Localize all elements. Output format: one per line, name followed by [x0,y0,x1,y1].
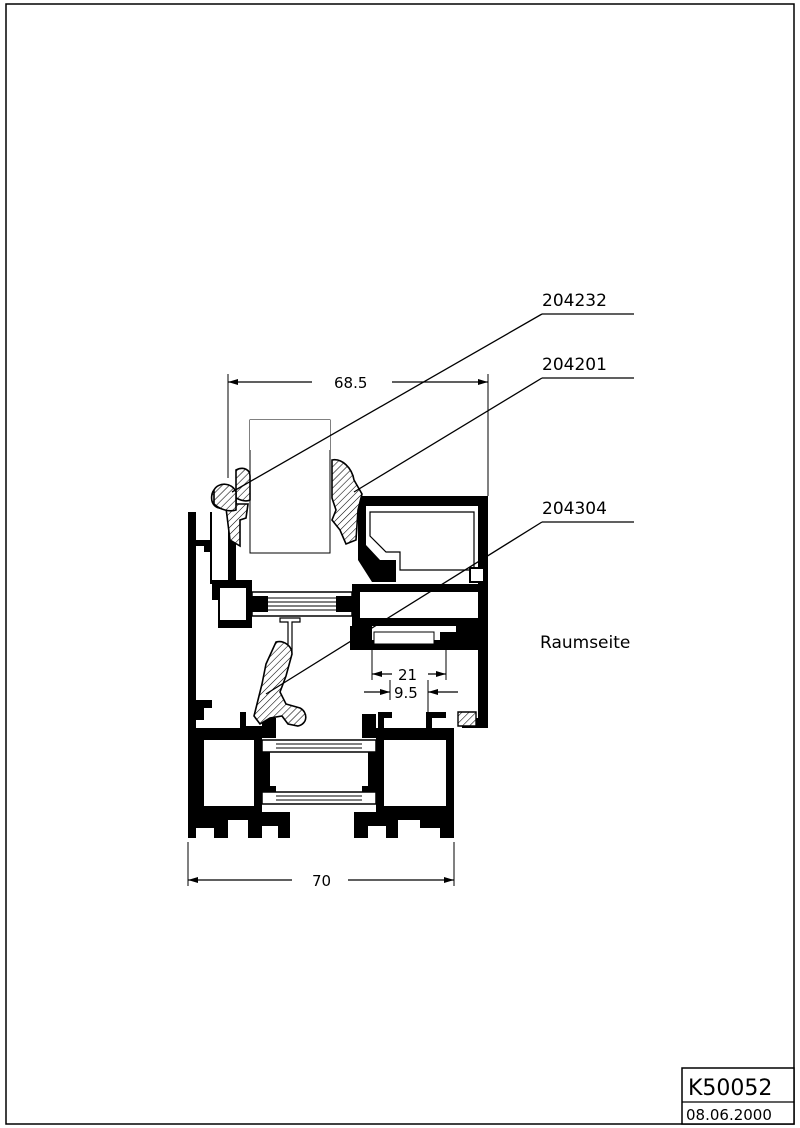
sash-cross-bar [352,584,484,626]
frame-lower-right [376,728,454,838]
title-block: K50052 08.06.2000 [681,1067,795,1125]
gasket-room-side [457,711,477,727]
dimension-overall-top: 68.5 [334,374,367,392]
frame-lower-left [196,728,262,820]
part-callouts: 204232 204201 204304 [231,291,634,695]
profile-section [188,419,488,838]
dimension-overall-bottom: 70 [312,872,331,890]
sash-left-upper [210,496,252,628]
gasket-204201 [331,458,363,546]
thermal-break-upper [251,591,353,617]
frame-outer-wall [188,512,196,838]
part-number-204304: 204304 [542,499,607,519]
drawing-date: 08.06.2000 [686,1106,772,1124]
room-side-label: Raumseite [540,633,630,653]
part-number-204201: 204201 [542,355,607,375]
dimension-inner-upper: 21 [398,666,417,684]
drawing-number: K50052 [688,1076,772,1101]
sheet-border [5,3,795,1125]
dimension-inner-lower: 9.5 [394,684,418,702]
dimensions: 68.5 70 21 9.5 [187,374,489,890]
part-number-204232: 204232 [542,291,607,311]
thermal-break-lower [261,739,377,805]
gasket-204304 [253,640,307,727]
